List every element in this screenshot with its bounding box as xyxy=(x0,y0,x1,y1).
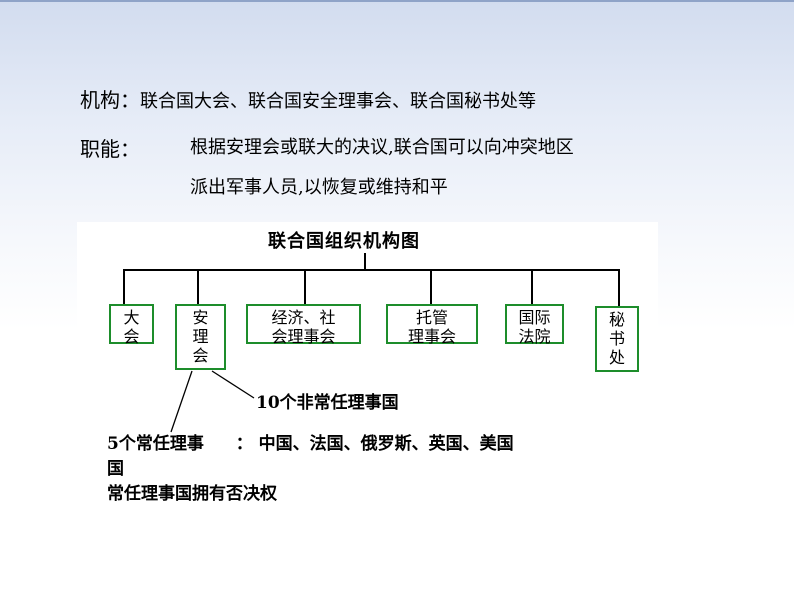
box-ecosoc: 经济、社 会理事会 xyxy=(246,304,361,346)
box-line: 国际 xyxy=(518,308,551,327)
permanent-sep: ： xyxy=(235,434,253,454)
box-line: 会理事会 xyxy=(271,327,336,346)
box-trusteeship-council: 托管 理事会 xyxy=(386,304,478,346)
permanent-members: 中国、法国、俄罗斯、英国、美国 xyxy=(258,434,514,454)
func-label: 职能 xyxy=(80,137,120,161)
box-line: 处 xyxy=(608,348,625,367)
drop-line-6 xyxy=(618,269,620,306)
branch-line xyxy=(123,269,620,271)
func-sep: ： xyxy=(120,137,140,161)
permanent-members-line: 5个常任理事 ： 中国、法国、俄罗斯、英国、美国 xyxy=(107,429,514,454)
permanent-wrap: 国 xyxy=(107,459,124,479)
top-border xyxy=(0,0,794,2)
func-line-2: 派出军事人员,以恢复或维持和平 xyxy=(190,177,448,198)
nonpermanent-members: 10个非常任理事国 xyxy=(256,393,399,413)
func-line-1: 根据安理会或联大的决议,联合国可以向冲突地区 xyxy=(190,137,574,158)
drop-line-3 xyxy=(304,269,306,304)
drop-line-2 xyxy=(197,269,199,304)
box-line: 书 xyxy=(608,329,625,348)
box-security-council: 安 理 会 xyxy=(175,304,226,370)
box-line: 安 xyxy=(192,308,209,327)
org-heading: 机构：联合国大会、联合国安全理事会、联合国秘书处等 xyxy=(80,84,536,113)
org-chart-title: 联合国组织机构图 xyxy=(268,231,420,252)
box-secretariat: 秘 书 处 xyxy=(595,306,639,372)
pointer-line-nonpermanent xyxy=(211,370,255,399)
func-heading: 职能： xyxy=(80,133,140,162)
box-line: 托管 xyxy=(415,308,448,327)
org-sep: ： xyxy=(120,88,140,112)
trunk-line xyxy=(364,253,366,270)
drop-line-1 xyxy=(123,269,125,304)
box-icj: 国际 法院 xyxy=(505,304,564,346)
box-line: 理事会 xyxy=(407,327,456,346)
drop-line-5 xyxy=(531,269,533,304)
box-line: 理 xyxy=(192,327,209,346)
org-label: 机构 xyxy=(80,88,120,112)
drop-line-4 xyxy=(430,269,432,304)
permanent-prefix: 5个常任理事 xyxy=(107,434,204,454)
box-line: 经济、社 xyxy=(271,308,336,327)
box-general-assembly: 大 会 xyxy=(109,304,154,346)
veto-note: 常任理事国拥有否决权 xyxy=(107,484,277,504)
box-line: 会 xyxy=(192,346,209,365)
box-line: 秘 xyxy=(608,310,625,329)
org-value: 联合国大会、联合国安全理事会、联合国秘书处等 xyxy=(140,91,536,112)
box-line: 法院 xyxy=(518,327,551,346)
pointer-line-permanent xyxy=(170,370,193,433)
org-chart-panel xyxy=(77,222,658,377)
box-line: 大 xyxy=(123,308,140,327)
box-line: 会 xyxy=(123,327,140,346)
